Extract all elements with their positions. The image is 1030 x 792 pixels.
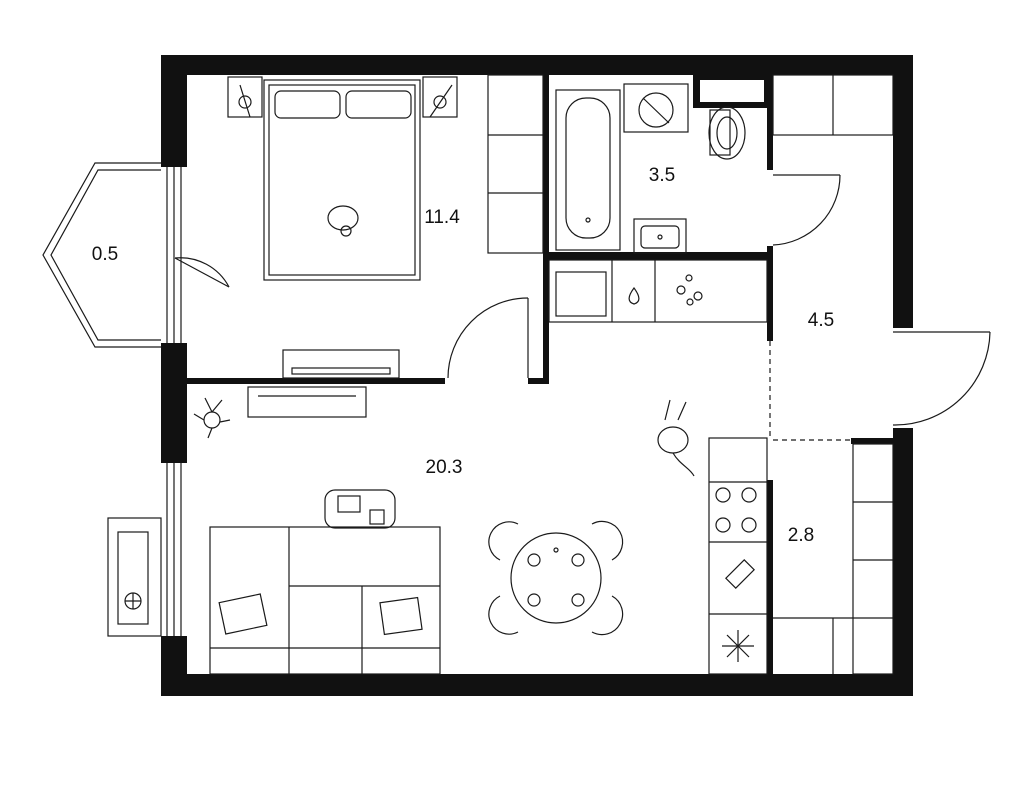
cat-icon <box>657 399 695 477</box>
kitchen-furniture <box>548 259 768 675</box>
bathtub-icon <box>555 89 621 251</box>
room-area-hallway: 4.5 <box>807 310 835 331</box>
plant-icon <box>193 397 231 439</box>
room-area-bedroom: 11.4 <box>424 207 460 228</box>
sink-icon <box>633 218 687 254</box>
bedroom-furniture <box>227 74 544 379</box>
nightstand-lamp-icon <box>227 76 263 118</box>
room-area-storage: 2.8 <box>787 525 815 546</box>
bed-icon <box>263 79 421 281</box>
room-area-balcony: 0.5 <box>91 244 119 265</box>
tv-stand-icon <box>282 349 400 379</box>
toilet-icon <box>708 106 746 160</box>
coffee-table-icon <box>324 489 396 529</box>
living-furniture <box>193 386 695 675</box>
air-conditioner-icon <box>124 592 142 610</box>
windows <box>166 167 182 636</box>
room-area-bathroom: 3.5 <box>648 165 676 186</box>
dining-table-icon <box>488 520 624 636</box>
hallway-furniture <box>772 74 894 675</box>
sofa-icon <box>209 526 441 675</box>
fridge-icon <box>722 630 754 662</box>
washing-machine-icon <box>623 83 689 133</box>
balcony <box>42 162 162 637</box>
cat-icon <box>327 205 359 237</box>
door-swings <box>174 174 991 441</box>
room-area-living-kitchen: 20.3 <box>425 457 463 478</box>
stove-icon <box>715 487 757 533</box>
bathroom-furniture <box>555 83 746 254</box>
walls <box>161 55 913 696</box>
nightstand-lamp-icon <box>422 76 458 118</box>
